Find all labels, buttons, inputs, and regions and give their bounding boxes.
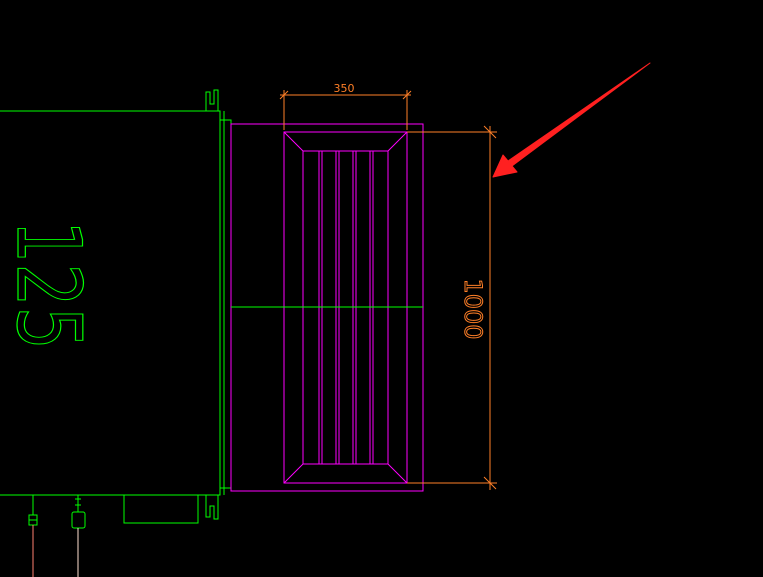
drain-pan <box>123 494 199 524</box>
dim-height-tick-top <box>483 125 497 139</box>
grille-corner-tl <box>283 131 304 152</box>
grille-corner-tr <box>387 131 408 152</box>
dimension-width <box>279 90 412 130</box>
top-mounting-clip <box>205 89 219 111</box>
dimension-width-label: 350 <box>334 82 355 95</box>
pipe-right-fitting <box>75 498 81 506</box>
unit-label: 125 <box>0 220 100 350</box>
bottom-mounting-clip <box>205 495 219 520</box>
dim-width-tick-right <box>402 90 412 100</box>
dimension-height-label: 1000 <box>459 278 487 339</box>
grille-corner-br <box>387 463 408 484</box>
unit-body-outline <box>0 110 221 496</box>
red-pointer-arrow-icon <box>492 62 651 178</box>
dim-height-tick-bottom <box>483 476 497 490</box>
dimension-height <box>407 125 497 490</box>
grille-corner-bl <box>283 463 304 484</box>
dim-width-tick-left <box>279 90 289 100</box>
